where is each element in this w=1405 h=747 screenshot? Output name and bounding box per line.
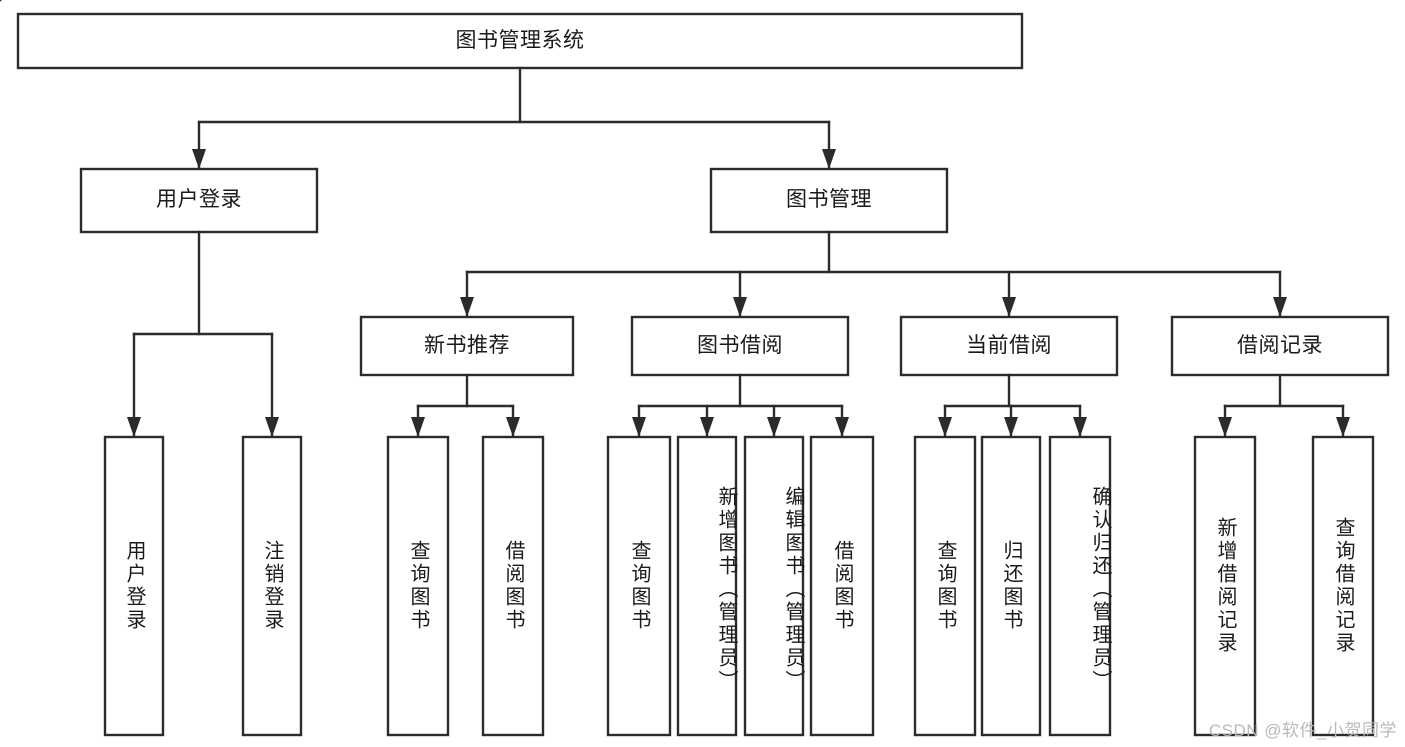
leaf-node-box-leaf-return-book[interactable] xyxy=(980,435,1042,737)
arrow-head-icon xyxy=(822,149,836,169)
leaf-node-box-leaf-query-book-current[interactable] xyxy=(913,435,977,737)
leaf-node-box-leaf-query-borrow-record[interactable] xyxy=(1311,435,1375,737)
arrow-head-icon xyxy=(1336,417,1350,437)
arrow-head-icon xyxy=(1273,297,1287,317)
arrow-head-icon xyxy=(1004,417,1018,437)
level2-node-box-user-login[interactable] xyxy=(79,167,319,234)
arrow-head-icon xyxy=(265,417,279,437)
arrow-head-icon xyxy=(127,417,141,437)
arrow-head-icon xyxy=(632,417,646,437)
arrow-head-icon xyxy=(1073,417,1087,437)
level3-node-box-current-borrow[interactable] xyxy=(899,315,1119,377)
arrow-head-icon xyxy=(938,417,952,437)
leaf-node-box-leaf-confirm-return[interactable] xyxy=(1048,435,1112,737)
leaf-node-box-leaf-borrow-book[interactable] xyxy=(809,435,875,737)
arrow-head-icon xyxy=(767,417,781,437)
arrow-head-icon xyxy=(192,149,206,169)
leaf-node-box-leaf-add-borrow-record[interactable] xyxy=(1193,435,1257,737)
watermark-text: CSDN @软件_小贺同学 xyxy=(1208,721,1397,740)
level3-node-box-new-book-recommend[interactable] xyxy=(359,315,575,377)
arrow-head-icon xyxy=(1002,297,1016,317)
leaf-node-box-leaf-user-login[interactable] xyxy=(103,435,165,737)
leaf-node-box-leaf-edit-book[interactable] xyxy=(743,435,805,737)
level3-node-box-borrow-record[interactable] xyxy=(1170,315,1390,377)
arrow-head-icon xyxy=(411,417,425,437)
root-node-box[interactable] xyxy=(16,12,1024,70)
arrow-head-icon xyxy=(460,297,474,317)
leaf-node-box-leaf-borrow-book-recommend[interactable] xyxy=(481,435,545,737)
arrow-head-icon xyxy=(835,417,849,437)
level2-node-box-book-management[interactable] xyxy=(709,167,949,234)
arrow-head-icon xyxy=(733,297,747,317)
leaf-node-box-leaf-user-logout[interactable] xyxy=(241,435,303,737)
arrow-head-icon xyxy=(700,417,714,437)
leaf-node-box-leaf-add-book[interactable] xyxy=(676,435,738,737)
arrow-head-icon xyxy=(506,417,520,437)
leaf-node-box-leaf-query-book-borrow[interactable] xyxy=(606,435,672,737)
level3-node-box-book-borrow[interactable] xyxy=(630,315,850,377)
arrow-head-icon xyxy=(1218,417,1232,437)
leaf-node-box-leaf-query-book-recommend[interactable] xyxy=(386,435,450,737)
